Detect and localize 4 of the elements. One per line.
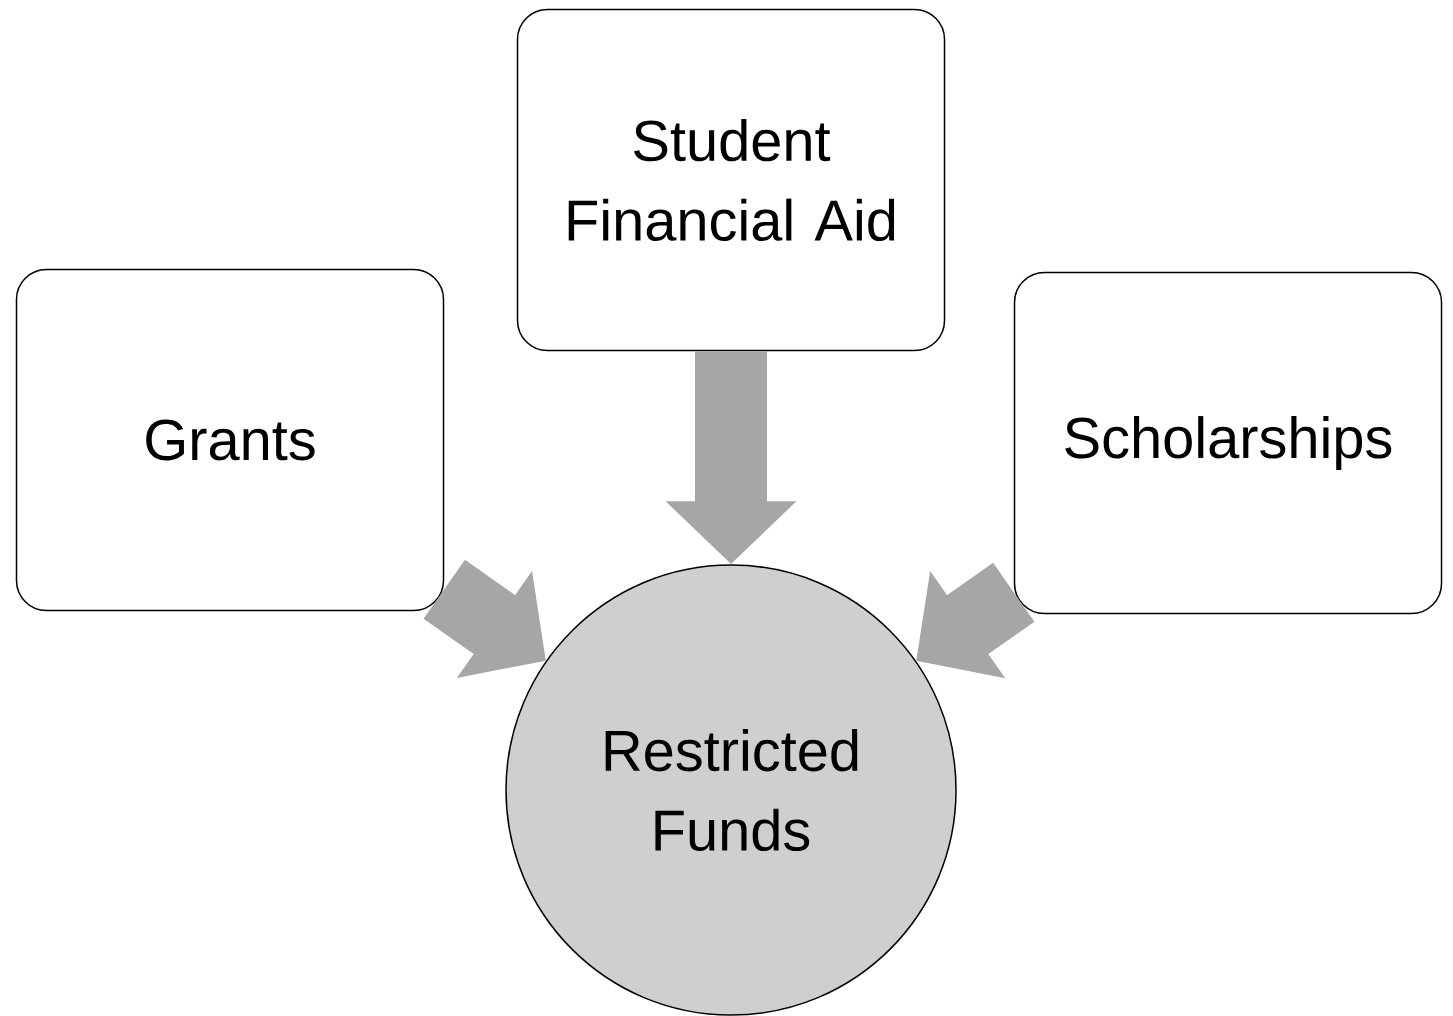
process-box: Scholarships: [1013, 271, 1443, 615]
process-box: Student Financial Aid: [516, 8, 946, 352]
process-box: Grants: [15, 268, 445, 612]
circle-node: Restricted Funds: [505, 564, 957, 1016]
